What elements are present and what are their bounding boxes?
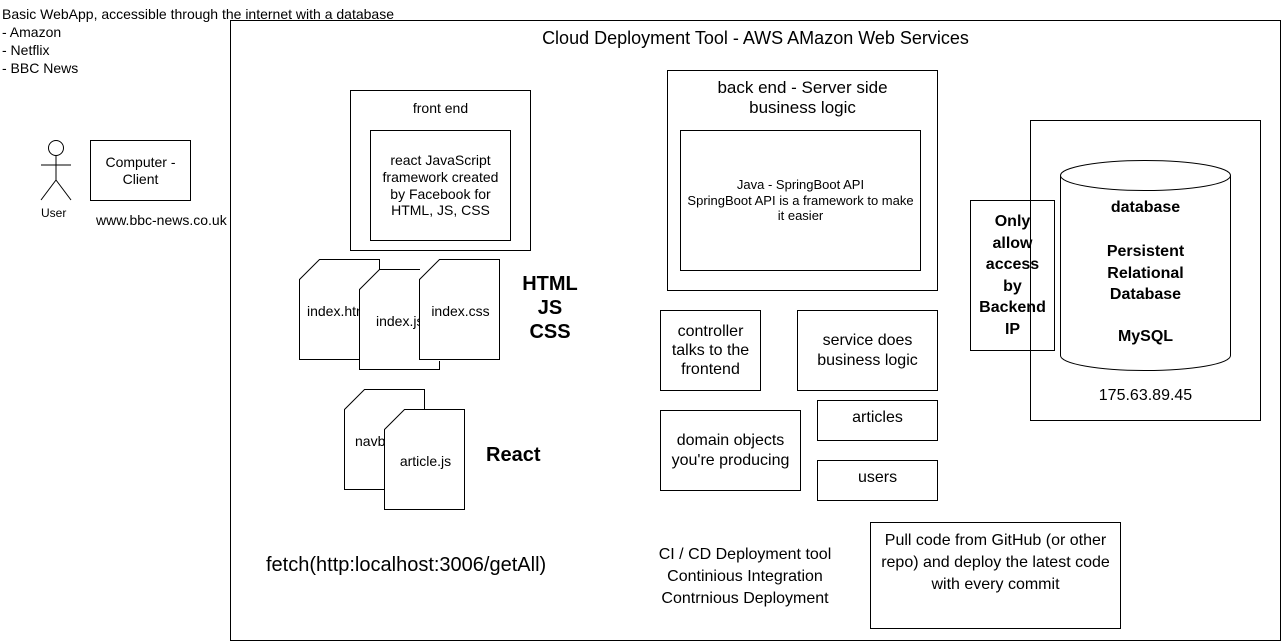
security-box: Only allow access by Backend IP: [970, 200, 1055, 351]
file-article-js: article.js: [384, 409, 466, 511]
database-engine: MySQL: [1117, 328, 1174, 345]
stack-label: HTML JS CSS: [500, 272, 600, 344]
stack-css: CSS: [529, 321, 571, 343]
domain-box: domain objects you're producing: [660, 410, 801, 491]
file-index-js-label: index.js: [376, 313, 424, 329]
client-url: www.bbc-news.co.uk: [96, 212, 227, 228]
controller-box: controller talks to the frontend: [660, 310, 761, 391]
java-desc-line2: SpringBoot API is a framework to make it…: [687, 192, 914, 224]
articles-box: articles: [817, 400, 938, 441]
example-amazon: - Amazon: [2, 24, 62, 40]
users-label: users: [857, 469, 898, 486]
cloud-title: Cloud Deployment Tool - AWS AMazon Web S…: [542, 28, 969, 48]
cicd-line3: Contrnious Deployment: [661, 590, 829, 607]
file-index-css: index.css: [419, 259, 501, 361]
file-article-js-label: article.js: [399, 453, 452, 469]
fetch-call: fetch(http:localhost:3006/getAll): [266, 554, 547, 576]
stack-js: JS: [537, 297, 563, 319]
domain-label: domain objects you're producing: [671, 432, 790, 469]
stick-figure-user-icon: [38, 140, 74, 202]
cicd-desc: Pull code from GitHub (or other repo) an…: [881, 532, 1110, 593]
react-desc: react JavaScript framework created by Fa…: [382, 151, 499, 219]
react-label: React: [486, 444, 541, 466]
java-desc-line1: Java - SpringBoot API: [736, 177, 865, 193]
frontend-title: front end: [412, 100, 469, 116]
database-ip: 175.63.89.45: [1098, 387, 1193, 404]
controller-label: controller talks to the frontend: [671, 322, 750, 379]
cicd-label: CI / CD Deployment tool Continious Integ…: [640, 544, 850, 610]
intro-title: Basic WebApp, accessible through the int…: [2, 6, 394, 22]
database-cylinder-icon: [1060, 160, 1231, 371]
database-container: [1030, 120, 1261, 421]
service-label: service does business logic: [817, 332, 918, 369]
file-index-html-label: index.html: [307, 303, 371, 319]
database-type: Persistent Relational Database: [1106, 243, 1185, 303]
cicd-line2: Continious Integration: [667, 568, 823, 585]
file-index-css-label: index.css: [431, 303, 490, 319]
service-box: service does business logic: [797, 310, 938, 391]
cicd-line1: CI / CD Deployment tool: [658, 546, 832, 563]
client-box: Computer - Client: [90, 140, 191, 201]
backend-title: back end - Server side business logic: [717, 78, 888, 118]
database-title: database: [1110, 199, 1181, 216]
user-label: User: [41, 206, 67, 220]
react-desc-box: react JavaScript framework created by Fa…: [370, 130, 511, 241]
users-box: users: [817, 460, 938, 501]
example-bbc: - BBC News: [2, 60, 79, 76]
security-label: Only allow access by Backend IP: [979, 213, 1046, 338]
java-box: Java - SpringBoot API SpringBoot API is …: [680, 130, 921, 271]
example-netflix: - Netflix: [2, 42, 50, 58]
stack-html: HTML: [522, 273, 578, 295]
client-label: Computer - Client: [105, 153, 176, 187]
cicd-desc-box: Pull code from GitHub (or other repo) an…: [870, 522, 1121, 629]
articles-label: articles: [852, 409, 903, 426]
